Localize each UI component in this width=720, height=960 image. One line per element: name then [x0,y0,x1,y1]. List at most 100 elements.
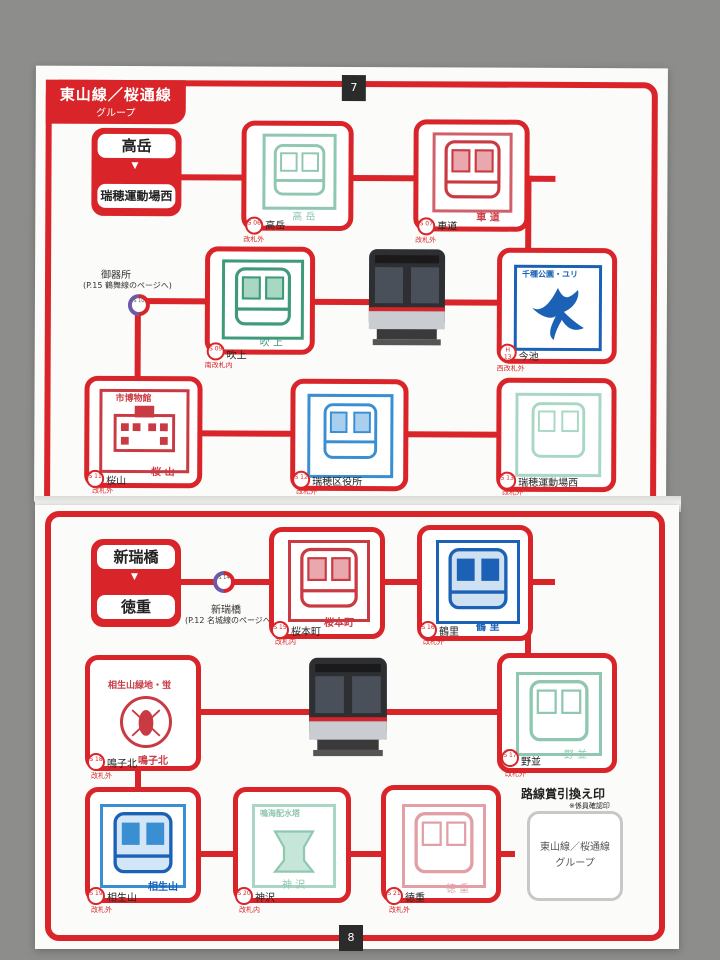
stamp-name: 桜 山 [151,467,175,479]
stamp-box-s13[interactable] [496,377,617,493]
transfer-icon: S 10 [127,294,150,317]
transfer-note: (P.12 名城線のページへ) [185,616,274,625]
gate-info: 改札外 [505,770,526,778]
train-stamp-icon [448,548,508,610]
stamp-s17 [516,672,602,756]
stamp-box-s19[interactable]: 相生山 [85,787,201,903]
stamp-s12 [307,393,394,479]
gate-info: 南改札内 [204,361,233,370]
station-code-badge: S 06 [245,216,264,235]
page-number: 7 [341,74,366,102]
stamp-s19 [100,804,186,888]
station-code-badge: S 20 [235,887,253,905]
stamp-box-s20[interactable]: 鳴海配水塔 神 沢 [233,787,351,903]
bottom-page: 8 新瑞橋 ▼ 徳重 S 14 新瑞橋 (P.12 名城線のページへ) [35,505,679,951]
stamp-text: 相生山 [148,882,178,893]
chevron-down-icon: ▼ [131,572,138,582]
train-stamp-icon [531,402,586,458]
firefly-stamp-icon [131,709,161,737]
gate-info: 改札外 [91,906,112,914]
station-code-badge: S 07 [417,217,436,236]
stamp-text: 市博物館 [115,393,152,405]
stamp-s09 [221,259,305,340]
stamp-box-s08[interactable]: 千種公園・ユリ [496,247,618,365]
stamp-box-s18[interactable]: 相生山緑地・蛍 鳴子北 [85,655,201,771]
line-title: 東山線／桜通線 [59,85,172,105]
stamp-box-s21[interactable]: 徳 重 [381,785,501,903]
station-name: 相生山 [107,893,137,904]
station-name: 神沢 [255,893,275,904]
stamp-box-s09[interactable]: 吹 上 [204,246,316,355]
stamp-s20 [252,804,336,888]
stamp-s06 [262,133,337,210]
station-name: 瑞穂区役所 [312,476,363,489]
line-title-band: 東山線／桜通線 グループ [45,79,186,125]
water-tower-stamp-icon [272,830,316,873]
stamp-box-s07[interactable]: 車 道 [413,119,530,232]
terminal-start: 新瑞橋 [97,545,175,569]
stamp-name: 鳴子北 [138,756,168,767]
station-name: 鶴里 [439,627,459,638]
stamp-text: 車 道 [476,212,500,224]
station-name: 吹上 [226,350,247,362]
train-stamp-icon [300,547,358,608]
exchange-box-label: 東山線／桜通線 グループ [540,842,610,869]
stamp-s11 [99,388,190,474]
train-stamp-icon [414,812,474,874]
stamp-s08 [513,264,603,352]
exchange-title: 路線賞引換え印 [521,787,606,801]
subway-train-image [365,243,449,355]
stamp-box-s12[interactable] [290,378,409,492]
stamp-box-s15[interactable]: 桜本町 [269,527,385,639]
station-name: 高岳 [265,220,286,232]
stamp-box-s11[interactable]: 市博物館 桜 山 [84,375,203,489]
stamp-s16 [436,540,520,624]
gate-info: 改札外 [91,772,112,780]
train-stamp-icon [529,680,589,742]
stamp-name: 神 沢 [282,880,306,891]
train-stamp-icon [234,267,292,326]
page-number: 8 [339,925,363,951]
train-stamp-icon [113,812,173,874]
train-stamp-icon [444,140,501,199]
gate-info: 改札外 [389,906,410,914]
gate-info: 改札外 [92,486,114,495]
station-name: 野並 [521,757,541,768]
subway-train-image [305,651,391,767]
stamp-s18 [120,696,172,748]
line-subtitle: グループ [96,107,136,120]
stamp-box-s06[interactable]: 高 岳 [241,120,354,232]
stamp-text: 鳴海配水塔 [260,809,300,818]
station-name: 瑞穂運動場西 [518,477,579,489]
station-code-badge: S 18 [87,753,105,771]
station-name: 今池 [518,351,539,363]
station-code-badge: S 21 [385,887,403,905]
station-name: 桜本町 [291,627,321,638]
station-code-badge: S 17 [501,749,519,767]
train-stamp-icon [323,403,378,459]
stamp-s13 [515,392,602,478]
transfer-icon: S 14 [213,571,235,593]
exchange-note: ※係員確認印 [569,802,610,810]
stamp-text: 相生山緑地・蛍 [108,681,172,691]
station-code-badge: S 16 [419,621,437,639]
museum-stamp-icon [113,405,176,453]
stamp-text: 桜本町 [324,618,354,629]
stamp-s07 [432,132,513,213]
stamp-text: 吹 上 [259,337,283,349]
stamp-text: 高 岳 [292,211,316,223]
chevron-down-icon: ▼ [131,161,139,172]
station-name: 車道 [437,221,458,233]
stamp-s21 [402,804,486,888]
gate-info: 改札内 [275,638,296,646]
transfer-station-name: 新瑞橋 [211,605,241,616]
stamp-box-s16[interactable]: 鶴 里 [417,525,533,641]
terminal-start: 高岳 [97,133,176,159]
transfer-station-name: 御器所 [101,269,132,282]
exchange-stamp-box[interactable]: 東山線／桜通線 グループ [527,811,623,901]
gate-info: 西改札外 [496,364,525,373]
station-code-badge: S 19 [87,887,105,905]
station-code-badge: S 15 [271,621,289,639]
station-code-badge: H 13 [498,343,517,362]
